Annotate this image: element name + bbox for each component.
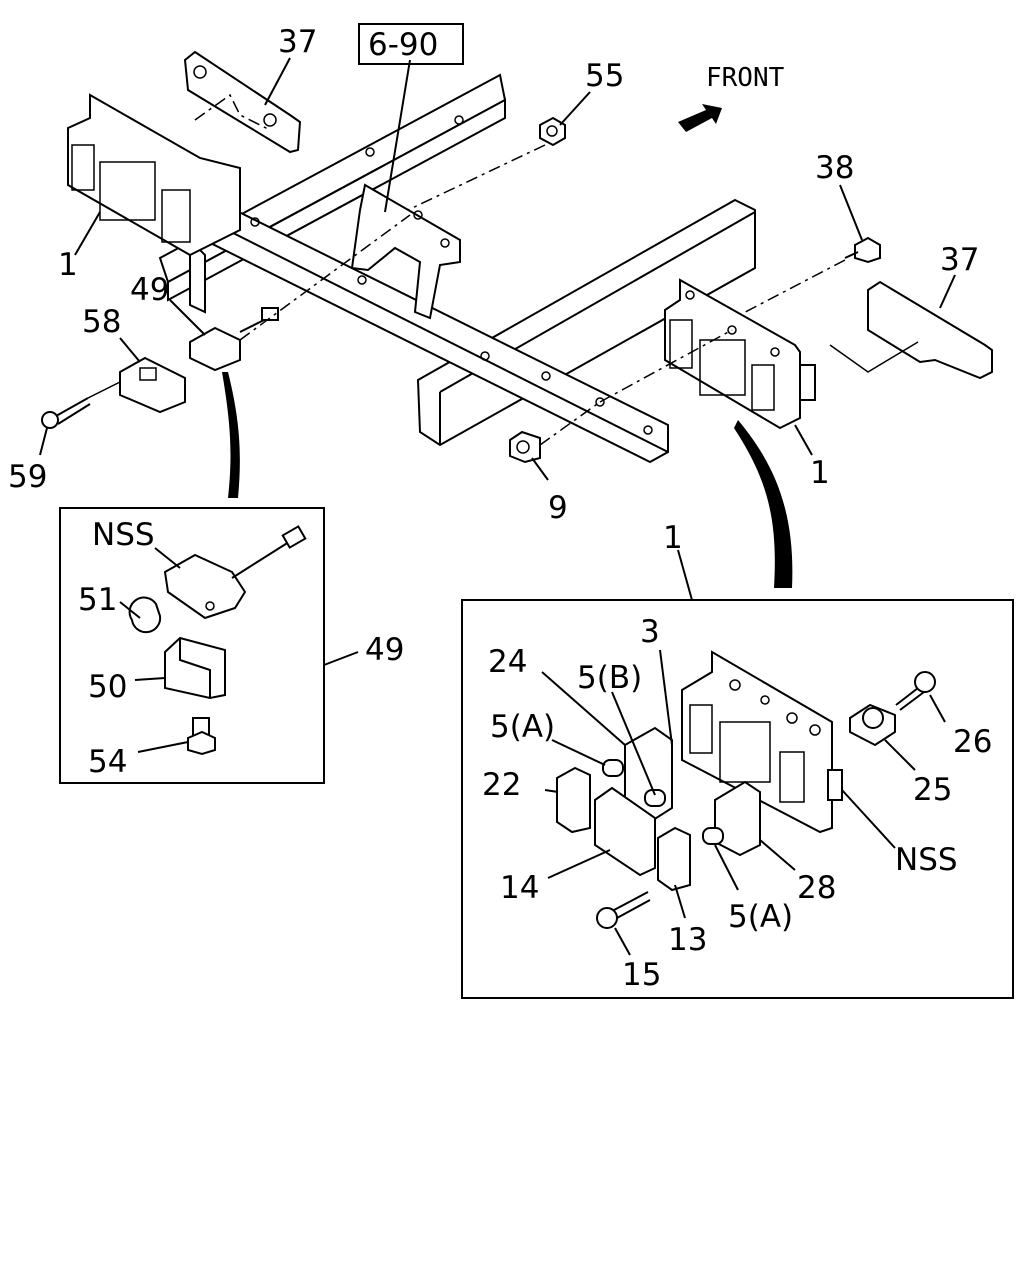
part-37-right	[829, 280, 993, 380]
front-arrow-icon	[678, 104, 722, 132]
label-1-right[interactable]: 1	[810, 455, 830, 491]
inset-label-49[interactable]: 49	[365, 632, 404, 668]
inset-label-50[interactable]: 50	[88, 669, 127, 705]
part-38-bolt	[729, 236, 881, 321]
part-37-top	[183, 50, 302, 154]
detail-label-22[interactable]: 22	[482, 767, 521, 803]
part-49-sensor	[189, 214, 411, 372]
label-1-detail[interactable]: 1	[663, 520, 683, 556]
label-38[interactable]: 38	[815, 150, 854, 186]
ref-box-label[interactable]: 6-90	[368, 27, 438, 63]
detail-label-24[interactable]: 24	[488, 644, 527, 680]
right-inset-frame	[461, 599, 1014, 999]
label-58[interactable]: 58	[82, 304, 121, 340]
label-37-right[interactable]: 37	[940, 242, 979, 278]
left-cross-member	[67, 93, 241, 257]
detail-label-13[interactable]: 13	[668, 922, 707, 958]
part-59-screw	[41, 381, 121, 429]
left-inset-arrow-icon	[222, 372, 240, 498]
inset-label-51[interactable]: 51	[78, 582, 117, 618]
detail-label-26[interactable]: 26	[953, 724, 992, 760]
part-55-nut	[407, 116, 566, 211]
inset-label-54[interactable]: 54	[88, 744, 127, 780]
detail-label-5a-left[interactable]: 5(A)	[490, 709, 555, 745]
left-inset-frame	[59, 507, 325, 784]
label-1-left[interactable]: 1	[58, 247, 78, 283]
right-inset-parts	[556, 650, 936, 929]
label-37-top[interactable]: 37	[278, 24, 317, 60]
left-inset-parts	[128, 525, 307, 756]
detail-label-3[interactable]: 3	[640, 614, 660, 650]
right-cross-member	[599, 278, 816, 430]
part-9-nut	[509, 401, 601, 464]
label-9[interactable]: 9	[548, 490, 568, 526]
detail-label-25[interactable]: 25	[913, 772, 952, 808]
part-58-cover	[119, 356, 186, 414]
right-inset-arrow-icon	[734, 420, 793, 588]
label-55[interactable]: 55	[585, 58, 624, 94]
detail-label-28[interactable]: 28	[797, 870, 836, 906]
leader-lines	[39, 57, 956, 956]
detail-label-5a-bottom[interactable]: 5(A)	[728, 899, 793, 935]
label-59[interactable]: 59	[8, 459, 47, 495]
chassis-frame	[99, 73, 756, 464]
ref-box-frame	[358, 23, 464, 65]
detail-label-15[interactable]: 15	[622, 957, 661, 993]
label-49-top[interactable]: 49	[130, 272, 169, 308]
detail-label-nss[interactable]: NSS	[895, 842, 958, 878]
front-label: FRONT	[706, 63, 785, 93]
detail-label-5b[interactable]: 5(B)	[577, 660, 642, 696]
detail-label-14[interactable]: 14	[500, 870, 539, 906]
inset-label-nss[interactable]: NSS	[92, 517, 155, 553]
